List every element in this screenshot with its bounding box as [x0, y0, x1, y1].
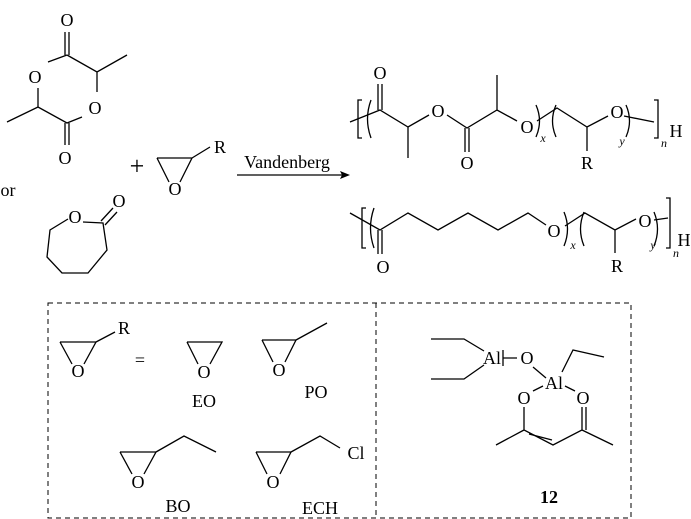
equals-sign: =: [135, 350, 145, 370]
atom-r: R: [118, 318, 130, 338]
epoxide-reactant: O R: [156, 137, 226, 199]
atom-o: O: [132, 472, 145, 492]
atom-o: O: [59, 148, 72, 168]
atom-o: O: [113, 191, 126, 211]
ech-label: ECH: [302, 498, 338, 518]
atom-cl: Cl: [347, 443, 364, 463]
plus-sign: +: [130, 152, 145, 181]
bo-label: BO: [165, 496, 190, 516]
pla-copolymer-product: O O O O x O R y n H: [349, 63, 683, 173]
subscript-y: y: [618, 134, 625, 148]
lactide-structure: O O O O: [6, 10, 128, 168]
epoxide-po: O PO: [261, 322, 328, 402]
atom-o: O: [61, 10, 74, 30]
compound-number: 12: [540, 487, 558, 507]
subscript-y: y: [649, 238, 656, 252]
subscript-n: n: [673, 246, 679, 260]
vandenberg-catalyst-12: Al O Al O O 12: [431, 338, 614, 507]
reagent-label: Vandenberg: [244, 152, 330, 172]
atom-o: O: [611, 102, 624, 122]
legend-box: [47, 302, 632, 519]
atom-o: O: [89, 98, 102, 118]
atom-o: O: [432, 101, 445, 121]
epoxide-ech: O Cl ECH: [255, 435, 365, 518]
caprolactone-structure: O O: [46, 191, 126, 274]
atom-h: H: [678, 230, 691, 250]
atom-o: O: [69, 207, 82, 227]
atom-h: H: [670, 121, 683, 141]
atom-o: O: [461, 153, 474, 173]
atom-o: O: [521, 117, 534, 137]
atom-o: O: [521, 348, 534, 368]
or-label: or: [1, 180, 16, 200]
atom-o: O: [198, 362, 211, 382]
atom-o: O: [374, 63, 387, 83]
epoxide-bo: O BO: [119, 435, 217, 516]
atom-al: Al: [545, 373, 563, 393]
epoxide-r-generic: O R: [59, 318, 130, 381]
po-label: PO: [304, 382, 327, 402]
atom-o: O: [72, 361, 85, 381]
atom-o: O: [577, 388, 590, 408]
eo-label: EO: [192, 391, 216, 411]
atom-o: O: [518, 388, 531, 408]
atom-r: R: [611, 256, 623, 276]
pcl-copolymer-product: O O x O R y n H: [349, 197, 691, 277]
atom-o: O: [548, 221, 561, 241]
epoxide-eo: O EO: [186, 341, 224, 411]
atom-o: O: [639, 211, 652, 231]
reaction-arrow: Vandenberg: [237, 152, 350, 179]
atom-o: O: [377, 257, 390, 277]
atom-o: O: [273, 360, 286, 380]
subscript-n: n: [661, 136, 667, 150]
atom-o: O: [169, 179, 182, 199]
subscript-x: x: [539, 131, 546, 145]
atom-o: O: [267, 472, 280, 492]
atom-r: R: [214, 137, 226, 157]
subscript-x: x: [569, 238, 576, 252]
atom-al: Al: [483, 348, 501, 368]
atom-r: R: [581, 153, 593, 173]
atom-o: O: [29, 67, 42, 87]
